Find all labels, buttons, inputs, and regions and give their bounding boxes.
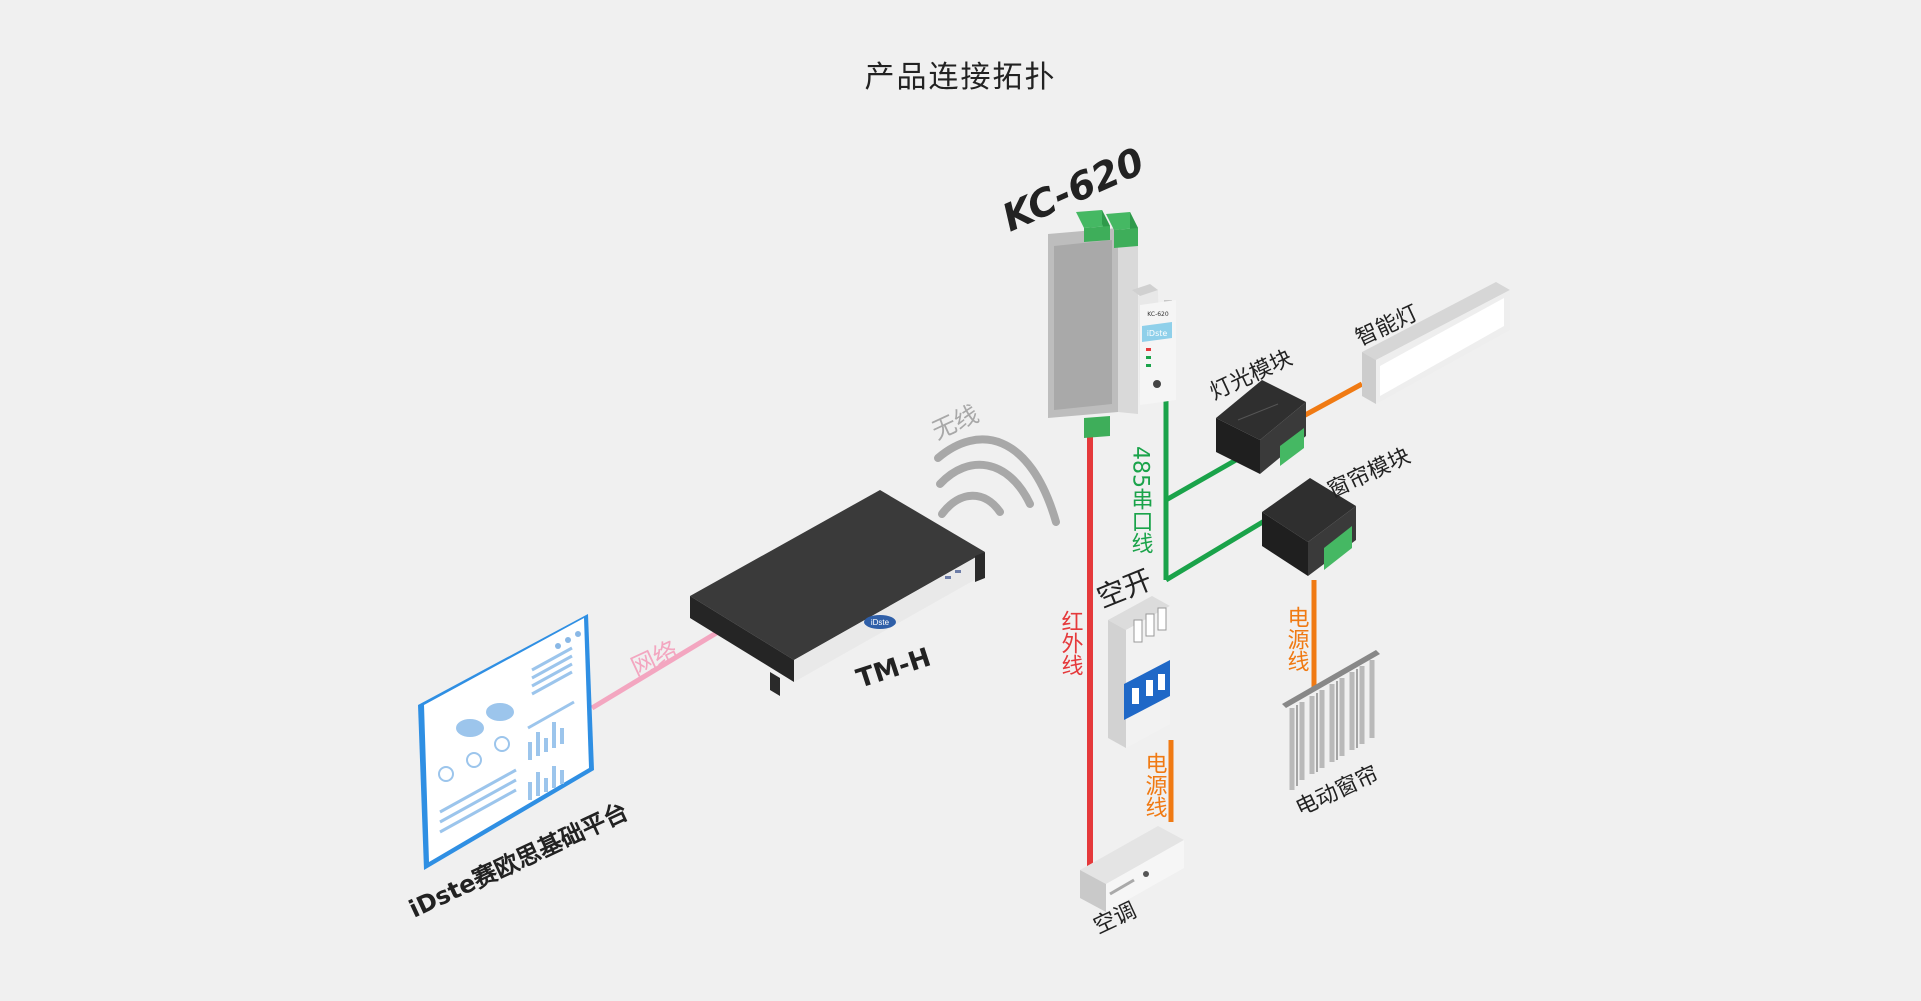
tm-h-gateway: iDste — [690, 490, 985, 696]
wireless-icon — [934, 435, 1060, 526]
kc-620-front-brand: iDste — [1147, 329, 1168, 338]
label-tm-h: TM-H — [853, 643, 935, 695]
label-power-right: 电源线 — [1284, 606, 1310, 672]
kc-620-front-model: KC-620 — [1147, 311, 1169, 318]
label-curtain-module: 窗帘模块 — [1324, 444, 1414, 504]
label-power-left: 电源线 — [1142, 752, 1168, 818]
air-conditioner — [1080, 826, 1184, 912]
label-curtain: 电动窗帘 — [1292, 762, 1382, 822]
label-485: 485串口线 — [1128, 446, 1153, 554]
light-module — [1216, 380, 1306, 474]
kc-620-controller: iDste KC-620 — [1048, 210, 1176, 438]
curtain-module — [1262, 478, 1356, 576]
page-title: 产品连接拓扑 — [864, 60, 1057, 95]
power-lines — [1168, 381, 1364, 822]
gateway-logo: iDste — [871, 618, 890, 627]
platform-screen — [418, 614, 594, 870]
air-switch — [1108, 596, 1170, 748]
smart-light — [1362, 282, 1510, 404]
network-line — [590, 629, 720, 711]
label-ir: 红外线 — [1058, 610, 1084, 676]
label-network: 网络 — [627, 636, 682, 682]
motorized-curtain — [1282, 650, 1380, 790]
